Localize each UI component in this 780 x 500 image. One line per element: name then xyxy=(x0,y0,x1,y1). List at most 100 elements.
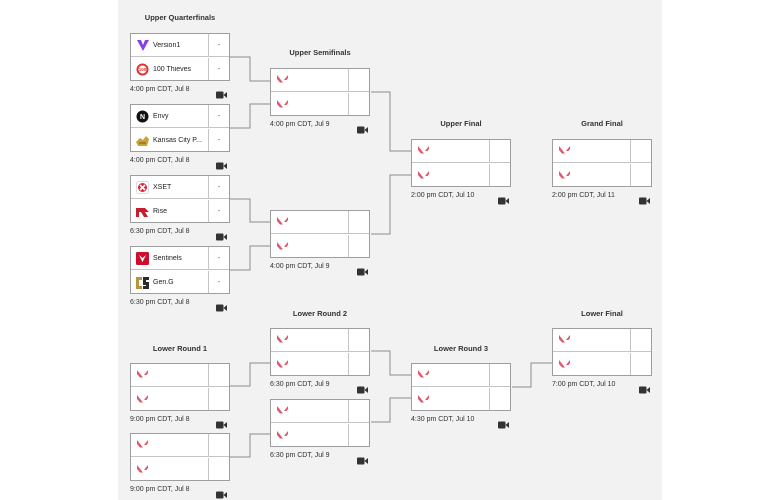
valorant-logo-icon xyxy=(276,334,289,347)
match-time: 9:00 pm CDT, Jul 8 xyxy=(130,416,190,423)
match-upper-semifinal-1[interactable] xyxy=(270,68,370,116)
team-name: Envy xyxy=(153,112,169,120)
match-lower-round-2-b[interactable] xyxy=(270,399,370,447)
team-score: - xyxy=(208,247,229,269)
match-time: 6:30 pm CDT, Jul 9 xyxy=(270,381,330,388)
match-grand-final[interactable] xyxy=(552,139,652,187)
team-row-tbd[interactable] xyxy=(131,434,229,457)
team-row-tbd[interactable] xyxy=(271,235,369,258)
valorant-logo-icon xyxy=(276,405,289,418)
team-score: - xyxy=(208,176,229,198)
team-row-tbd[interactable] xyxy=(553,353,651,376)
match-upper-quarterfinal-3[interactable]: XSET - Rise - xyxy=(130,175,230,223)
match-upper-semifinal-2[interactable] xyxy=(270,210,370,258)
team-row-tbd[interactable] xyxy=(412,364,510,387)
team-row-tbd[interactable] xyxy=(553,140,651,163)
match-upper-quarterfinal-2[interactable]: N Envy - Kansas City P... - xyxy=(130,104,230,152)
match-time: 4:00 pm CDT, Jul 9 xyxy=(270,263,330,270)
match-lower-final[interactable] xyxy=(552,328,652,376)
match-time: 7:00 pm CDT, Jul 10 xyxy=(552,381,616,388)
team-row-tbd[interactable] xyxy=(412,140,510,163)
valorant-logo-icon xyxy=(136,393,149,406)
team-row-tbd[interactable] xyxy=(131,458,229,481)
match-upper-final[interactable] xyxy=(411,139,511,187)
team-row-tbd[interactable] xyxy=(412,164,510,187)
team-score xyxy=(630,329,651,351)
team-row-tbd[interactable] xyxy=(553,329,651,352)
team-row[interactable]: Sentinels - xyxy=(131,247,229,270)
team-score xyxy=(489,164,510,186)
team-row-tbd[interactable] xyxy=(412,388,510,411)
team-score xyxy=(208,364,229,386)
column-title-upper-final: Upper Final xyxy=(440,119,482,128)
team-row[interactable]: Kansas City P... - xyxy=(131,129,229,152)
team-name: 100 Thieves xyxy=(153,66,192,73)
valorant-logo-icon xyxy=(276,240,289,253)
team-row-tbd[interactable] xyxy=(271,329,369,352)
svg-text:100: 100 xyxy=(139,67,147,72)
valorant-logo-icon xyxy=(276,216,289,229)
video-camera-icon[interactable] xyxy=(216,228,227,241)
video-camera-icon[interactable] xyxy=(216,486,227,499)
team-row[interactable]: Gen.G - xyxy=(131,271,229,294)
match-time: 4:00 pm CDT, Jul 9 xyxy=(270,121,330,128)
match-lower-round-2-a[interactable] xyxy=(270,328,370,376)
team-row-tbd[interactable] xyxy=(271,424,369,447)
video-camera-icon[interactable] xyxy=(498,416,509,429)
team-row[interactable]: Rise - xyxy=(131,200,229,223)
match-upper-quarterfinal-1[interactable]: Version1 - 100 100 Thieves - xyxy=(130,33,230,81)
team-score: - xyxy=(208,105,229,127)
video-camera-icon[interactable] xyxy=(216,416,227,429)
team-row-tbd[interactable] xyxy=(553,164,651,187)
team-score xyxy=(489,140,510,162)
valorant-logo-icon xyxy=(417,369,430,382)
video-camera-icon[interactable] xyxy=(357,121,368,134)
team-score xyxy=(489,388,510,410)
team-score xyxy=(208,434,229,456)
match-lower-round-1-b[interactable] xyxy=(130,433,230,481)
video-camera-icon[interactable] xyxy=(357,263,368,276)
video-camera-icon[interactable] xyxy=(357,452,368,465)
team-row[interactable]: XSET - xyxy=(131,176,229,199)
team-score xyxy=(348,211,369,233)
team-row[interactable]: 100 100 Thieves - xyxy=(131,58,229,81)
match-lower-round-1-a[interactable] xyxy=(130,363,230,411)
team-row-tbd[interactable] xyxy=(131,388,229,411)
team-row-tbd[interactable] xyxy=(271,353,369,376)
sentinels-logo-icon xyxy=(136,251,149,265)
team-row-tbd[interactable] xyxy=(271,93,369,116)
video-camera-icon[interactable] xyxy=(216,157,227,170)
team-row-tbd[interactable] xyxy=(271,211,369,234)
100-thieves-logo-icon: 100 xyxy=(136,63,149,76)
match-time: 6:30 pm CDT, Jul 9 xyxy=(270,452,330,459)
column-title-lower-round-1: Lower Round 1 xyxy=(152,344,208,353)
video-camera-icon[interactable] xyxy=(216,86,227,99)
team-score xyxy=(348,400,369,422)
valorant-logo-icon xyxy=(558,169,571,182)
video-camera-icon[interactable] xyxy=(216,299,227,312)
team-row[interactable]: N Envy - xyxy=(131,105,229,128)
video-camera-icon[interactable] xyxy=(639,381,650,394)
valorant-logo-icon xyxy=(276,74,289,87)
gen-g-logo-icon xyxy=(136,276,149,289)
team-score xyxy=(630,353,651,375)
team-row-tbd[interactable] xyxy=(131,364,229,387)
video-camera-icon[interactable] xyxy=(498,192,509,205)
svg-text:N: N xyxy=(140,114,145,121)
rise-logo-icon xyxy=(136,205,149,218)
column-title-lower-final: Lower Final xyxy=(581,309,623,318)
team-score xyxy=(348,93,369,115)
match-time: 9:00 pm CDT, Jul 8 xyxy=(130,486,190,493)
video-camera-icon[interactable] xyxy=(639,192,650,205)
team-score: - xyxy=(208,271,229,293)
team-row[interactable]: Version1 - xyxy=(131,34,229,57)
team-name: Sentinels xyxy=(153,254,182,262)
team-row-tbd[interactable] xyxy=(271,400,369,423)
video-camera-icon[interactable] xyxy=(357,381,368,394)
team-row-tbd[interactable] xyxy=(271,69,369,92)
team-score xyxy=(630,164,651,186)
team-score xyxy=(348,69,369,91)
column-title-upper-quarterfinals: Upper Quarterfinals xyxy=(144,13,216,22)
match-upper-quarterfinal-4[interactable]: Sentinels - Gen.G - xyxy=(130,246,230,294)
match-lower-round-3[interactable] xyxy=(411,363,511,411)
